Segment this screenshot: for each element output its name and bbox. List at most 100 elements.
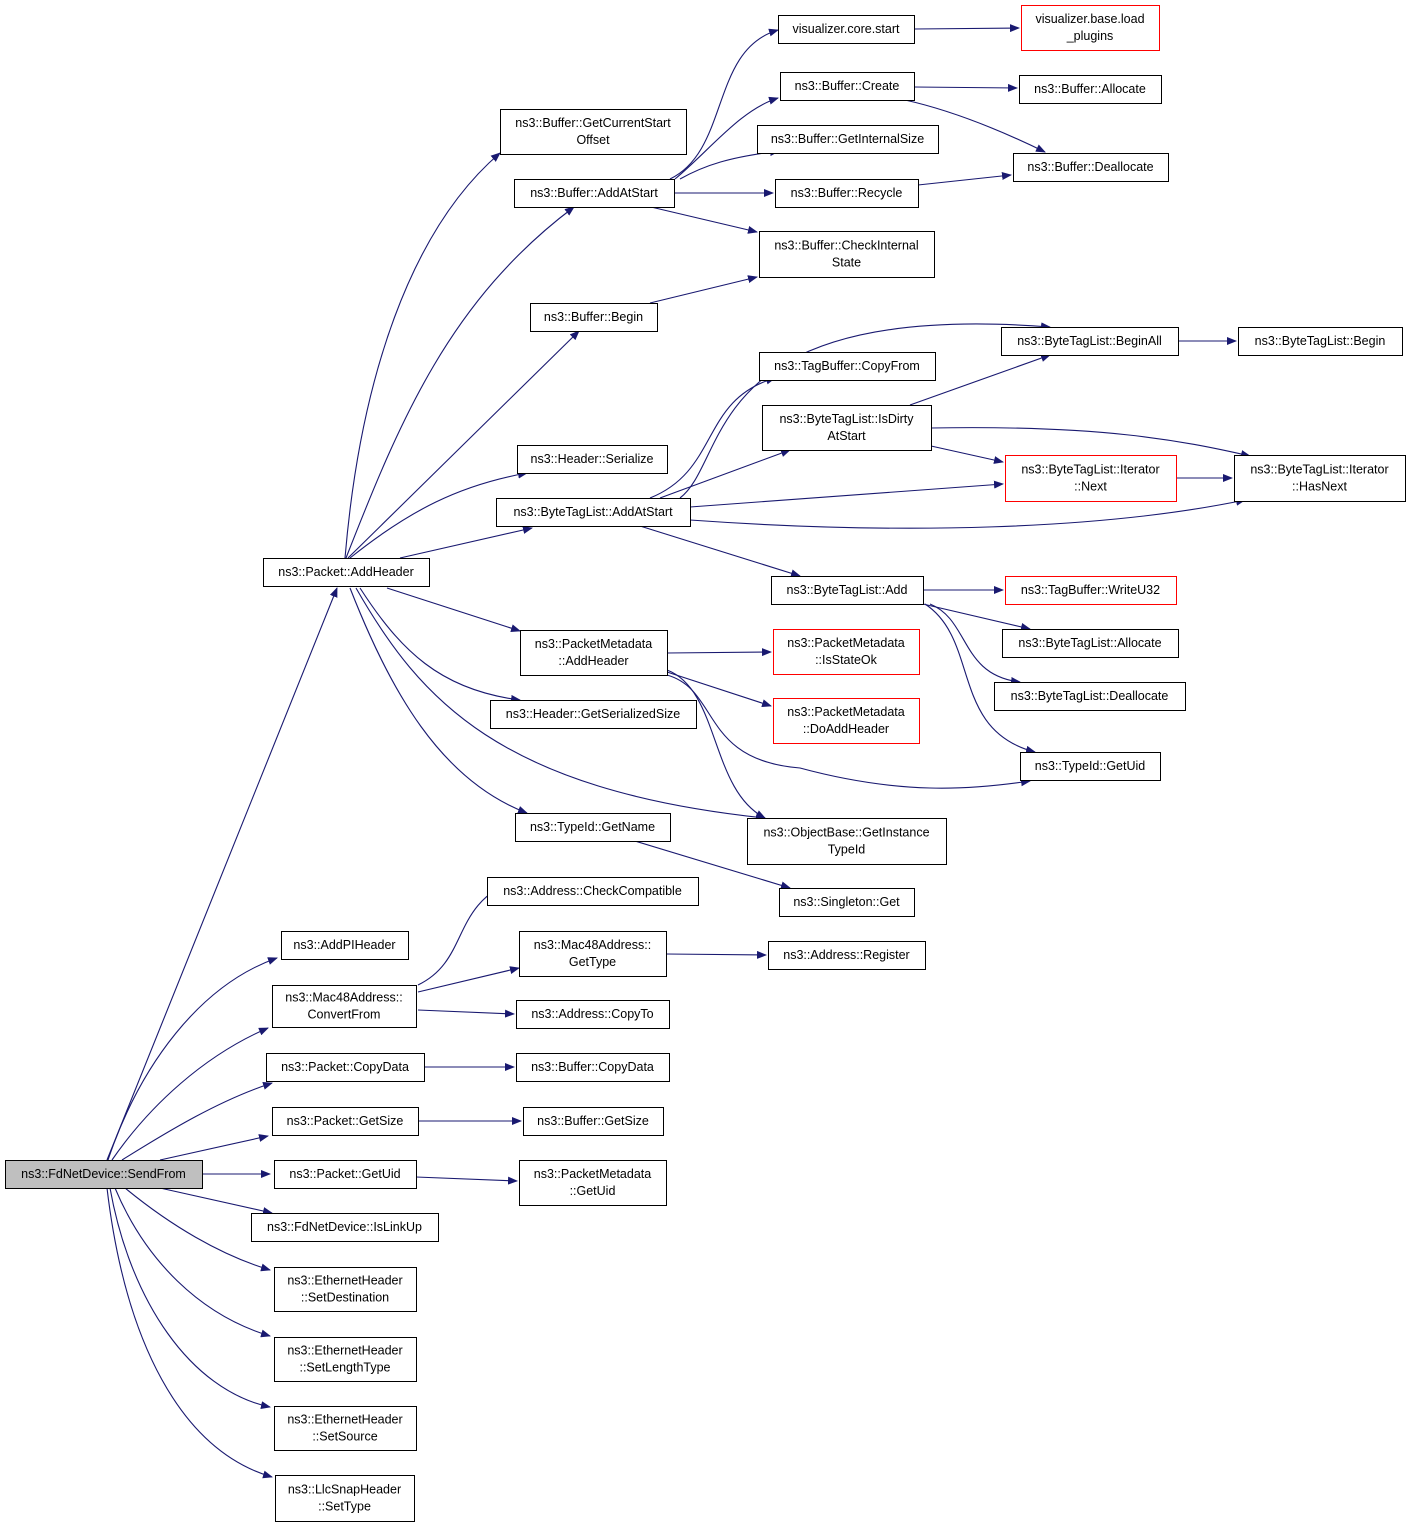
edge-sendfrom-to-mac_convertfrom — [111, 1027, 269, 1161]
node-box — [266, 1053, 425, 1082]
node-box — [1005, 576, 1177, 605]
edge-sendfrom-to-addpiheader — [107, 957, 278, 1161]
node-box — [779, 888, 915, 917]
node-label: ns3::FdNetDevice::IsLinkUp — [267, 1220, 422, 1234]
node-label: ns3::ByteTagList::Add — [787, 583, 908, 597]
node-llc_settype[interactable]: ns3::LlcSnapHeader::SetType — [275, 1475, 415, 1522]
node-label: ns3::Packet::GetSize — [287, 1114, 404, 1128]
node-eth_setdest[interactable]: ns3::EthernetHeader::SetDestination — [274, 1267, 417, 1312]
node-label: ns3::Mac48Address:: — [285, 991, 402, 1005]
node-pkt_copydata[interactable]: ns3::Packet::CopyData — [266, 1053, 425, 1082]
node-viz_core_start[interactable]: visualizer.core.start — [778, 15, 915, 44]
node-box — [274, 1267, 417, 1312]
node-label: ns3::EthernetHeader — [287, 1274, 402, 1288]
node-buf_allocate[interactable]: ns3::Buffer::Allocate — [1019, 75, 1162, 104]
node-btl_deallocate[interactable]: ns3::ByteTagList::Deallocate — [994, 682, 1186, 711]
node-label: ns3::EthernetHeader — [287, 1344, 402, 1358]
node-label: ns3::Buffer::GetInternalSize — [771, 132, 924, 146]
node-buf_create[interactable]: ns3::Buffer::Create — [780, 72, 915, 101]
node-eth_setsrc[interactable]: ns3::EthernetHeader::SetSource — [274, 1406, 417, 1451]
node-label: AtStart — [827, 429, 866, 443]
edge-sendfrom-to-llc_settype — [106, 1187, 273, 1479]
node-hdr_getsersize[interactable]: ns3::Header::GetSerializedSize — [490, 700, 697, 729]
node-buf_deallocate[interactable]: ns3::Buffer::Deallocate — [1013, 153, 1169, 182]
node-box — [516, 1000, 670, 1029]
node-box — [1021, 5, 1160, 51]
node-addr_checkcompat[interactable]: ns3::Address::CheckCompatible — [487, 877, 699, 906]
node-box — [496, 498, 691, 527]
node-pkt_getsize[interactable]: ns3::Packet::GetSize — [272, 1107, 419, 1136]
node-btl_allocate[interactable]: ns3::ByteTagList::Allocate — [1002, 629, 1179, 658]
node-box — [771, 576, 924, 605]
node-box — [994, 682, 1186, 711]
node-buf_addatstart[interactable]: ns3::Buffer::AddAtStart — [514, 179, 675, 208]
node-btl_begin[interactable]: ns3::ByteTagList::Begin — [1238, 327, 1403, 356]
node-pm_doaddheader[interactable]: ns3::PacketMetadata::DoAddHeader — [773, 698, 920, 744]
node-addpiheader[interactable]: ns3::AddPIHeader — [281, 931, 409, 960]
edge-btl_add-to-tid_getuid — [924, 603, 1036, 754]
node-label: ns3::Packet::AddHeader — [278, 565, 414, 579]
node-hdr_serialize[interactable]: ns3::Header::Serialize — [517, 445, 668, 474]
node-btl_add[interactable]: ns3::ByteTagList::Add — [771, 576, 924, 605]
node-buf_copydata[interactable]: ns3::Buffer::CopyData — [516, 1053, 670, 1082]
node-box — [272, 985, 417, 1028]
node-mac_gettype[interactable]: ns3::Mac48Address::GetType — [519, 931, 667, 977]
node-label: ::SetLengthType — [299, 1361, 390, 1375]
node-box — [274, 1160, 417, 1189]
node-box — [516, 1053, 670, 1082]
node-box — [757, 125, 939, 154]
node-buf_getinternalsize[interactable]: ns3::Buffer::GetInternalSize — [757, 125, 939, 154]
edge-buf_begin-to-buf_checkinternal — [649, 275, 758, 304]
node-box — [514, 179, 675, 208]
node-box — [1019, 75, 1162, 104]
node-mac_convertfrom[interactable]: ns3::Mac48Address::ConvertFrom — [272, 985, 417, 1028]
node-pkt_getuid[interactable]: ns3::Packet::GetUid — [274, 1160, 417, 1189]
node-label: ::AddHeader — [558, 654, 628, 668]
node-box — [1020, 752, 1161, 781]
node-pm_addheader[interactable]: ns3::PacketMetadata::AddHeader — [520, 630, 668, 676]
node-tid_getuid[interactable]: ns3::TypeId::GetUid — [1020, 752, 1161, 781]
edge-btl_add-to-btl_allocate — [922, 603, 1031, 631]
node-label: ns3::ByteTagList::Iterator — [1021, 463, 1159, 477]
node-tagbuf_writeu32[interactable]: ns3::TagBuffer::WriteU32 — [1005, 576, 1177, 605]
node-box — [775, 179, 919, 208]
node-pm_isstateok[interactable]: ns3::PacketMetadata::IsStateOk — [773, 629, 920, 675]
node-box — [274, 1337, 417, 1382]
node-sendfrom[interactable]: ns3::FdNetDevice::SendFrom — [5, 1160, 203, 1189]
edge-addheader-to-obj_getinstancetid — [355, 587, 766, 822]
node-eth_setlen[interactable]: ns3::EthernetHeader::SetLengthType — [274, 1337, 417, 1382]
node-label: _plugins — [1066, 29, 1114, 43]
node-label: ns3::Singleton::Get — [793, 895, 900, 909]
edge-btl_addatstart-to-tagbuf_copyfrom — [649, 376, 776, 499]
node-viz_load_plugins[interactable]: visualizer.base.load_plugins — [1021, 5, 1160, 51]
node-label: ns3::ByteTagList::Begin — [1255, 334, 1386, 348]
node-buf_recycle[interactable]: ns3::Buffer::Recycle — [775, 179, 919, 208]
node-box — [1013, 153, 1169, 182]
node-islinkup[interactable]: ns3::FdNetDevice::IsLinkUp — [251, 1213, 439, 1242]
node-btl_beginall[interactable]: ns3::ByteTagList::BeginAll — [1001, 327, 1179, 356]
edge-addheader-to-hdr_getsersize — [359, 587, 521, 703]
node-label: Offset — [576, 133, 610, 147]
node-buf_begin[interactable]: ns3::Buffer::Begin — [530, 303, 658, 332]
node-addheader[interactable]: ns3::Packet::AddHeader — [263, 558, 430, 587]
node-tagbuf_copyfrom[interactable]: ns3::TagBuffer::CopyFrom — [759, 352, 936, 381]
node-buf_getsize[interactable]: ns3::Buffer::GetSize — [523, 1107, 664, 1136]
node-box — [530, 303, 658, 332]
node-singleton_get[interactable]: ns3::Singleton::Get — [779, 888, 915, 917]
node-label: ns3::Buffer::GetSize — [537, 1114, 649, 1128]
node-box — [490, 700, 697, 729]
node-btl_iter_hasnext[interactable]: ns3::ByteTagList::Iterator::HasNext — [1234, 455, 1406, 502]
edge-sendfrom-to-eth_setsrc — [109, 1187, 271, 1410]
node-btl_addatstart[interactable]: ns3::ByteTagList::AddAtStart — [496, 498, 691, 527]
node-btl_iter_next[interactable]: ns3::ByteTagList::Iterator::Next — [1005, 455, 1177, 502]
node-addr_copyto[interactable]: ns3::Address::CopyTo — [516, 1000, 670, 1029]
node-pm_getuid[interactable]: ns3::PacketMetadata::GetUid — [519, 1160, 667, 1206]
edge-viz_core_start-to-viz_load_plugins — [913, 24, 1020, 33]
node-addr_register[interactable]: ns3::Address::Register — [768, 941, 926, 970]
node-tid_getname[interactable]: ns3::TypeId::GetName — [515, 813, 671, 842]
node-label: ns3::ObjectBase::GetInstance — [763, 826, 929, 840]
